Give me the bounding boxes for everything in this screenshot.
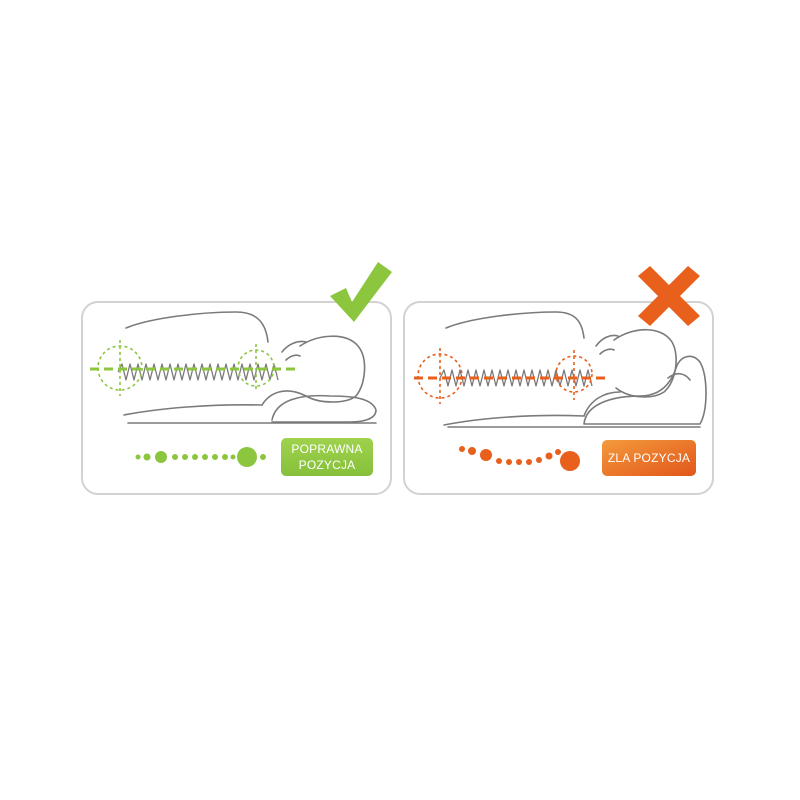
body-outline <box>443 311 707 428</box>
alignment-guides <box>414 348 610 404</box>
spine-dot-chain <box>459 446 580 471</box>
spine-dot-chain <box>135 447 266 467</box>
wrong-position-badge: ZLA POZYCJA <box>602 440 696 476</box>
badge-label-line1: POPRAWNA <box>291 442 362 456</box>
body-outline <box>123 311 377 424</box>
alignment-guides <box>90 340 298 396</box>
cross-icon <box>638 266 700 326</box>
correct-position-badge: POPRAWNA POZYCJA <box>281 438 373 476</box>
badge-label-line2: POZYCJA <box>299 458 356 472</box>
wrong-position-panel: ZLA POZYCJA <box>403 266 714 495</box>
spine <box>439 369 593 387</box>
correct-position-panel: POPRAWNA POZYCJA <box>81 262 392 495</box>
checkmark-icon <box>330 262 392 322</box>
badge-label: ZLA POZYCJA <box>608 451 690 465</box>
